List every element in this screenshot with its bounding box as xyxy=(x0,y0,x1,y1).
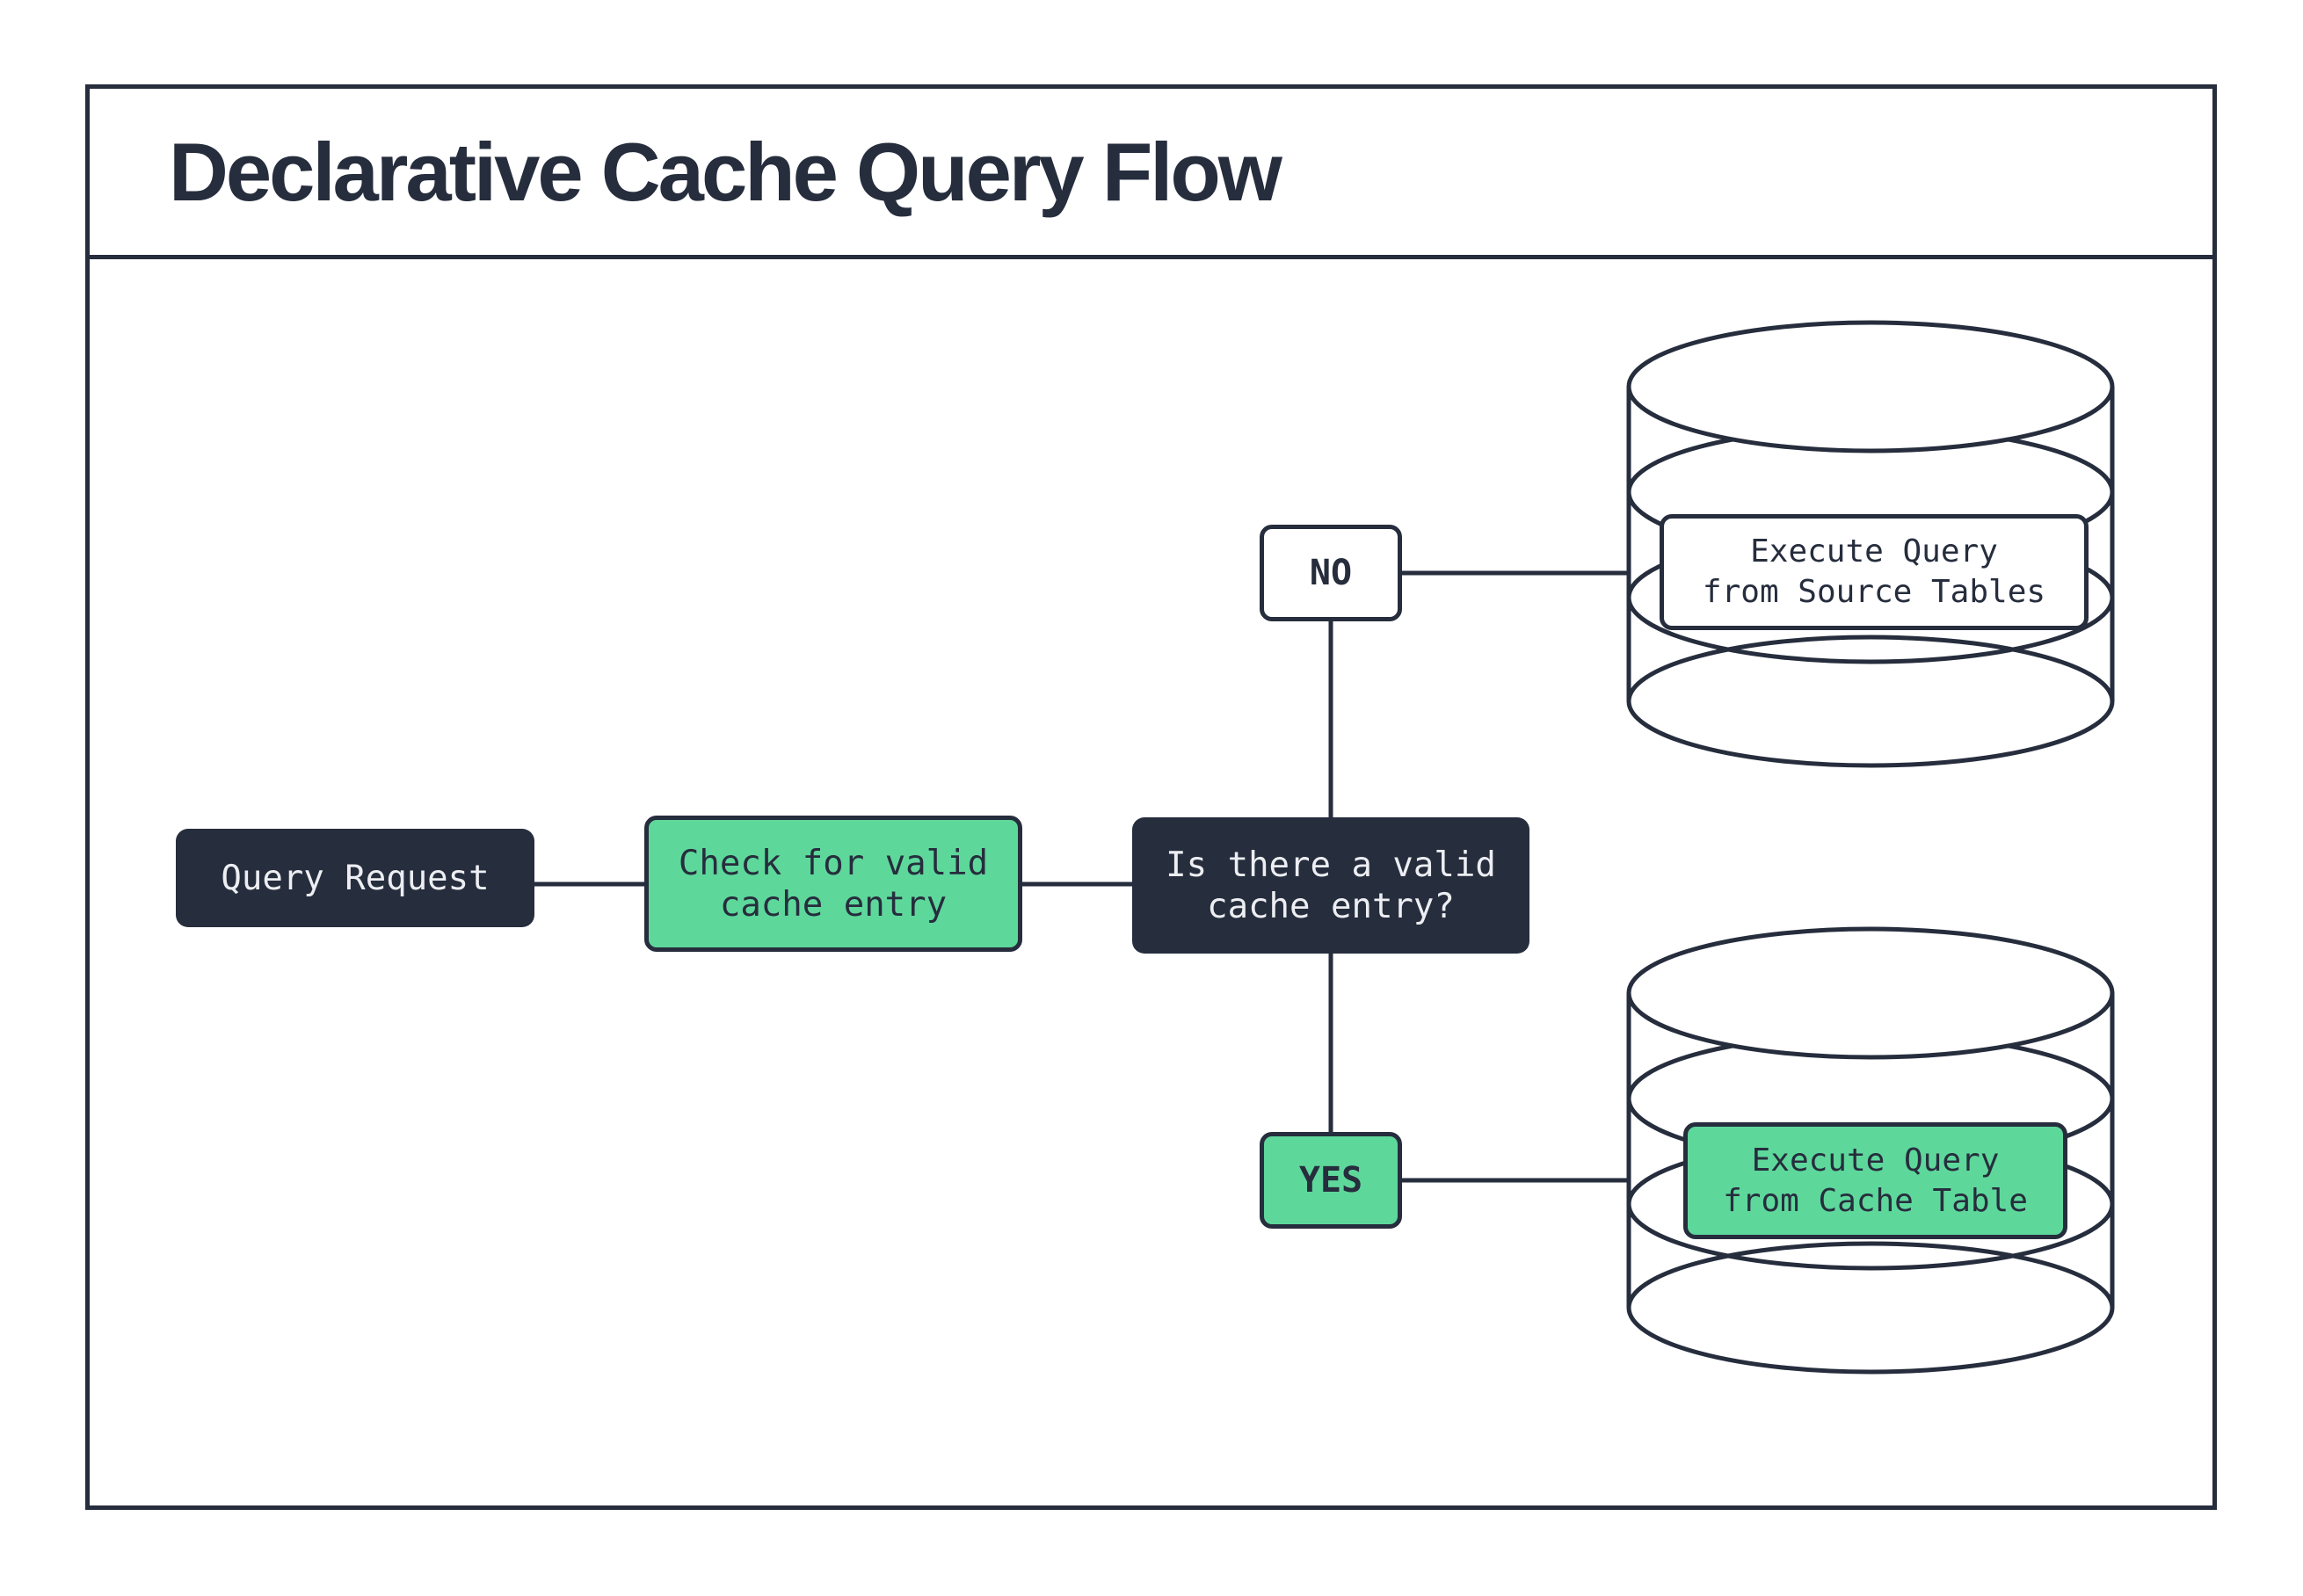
diagram-frame: Declarative Cache Query Flow xyxy=(85,84,2217,1510)
no-branch-label: NO xyxy=(1260,525,1402,621)
valid-cache-decision-node: Is there a valid cache entry? xyxy=(1132,817,1529,954)
execute-cache-table-node: Execute Query from Cache Table xyxy=(1683,1122,2067,1239)
diagram-title: Declarative Cache Query Flow xyxy=(169,125,1282,218)
execute-source-tables-node: Execute Query from Source Tables xyxy=(1660,514,2089,630)
query-request-node: Query Request xyxy=(176,829,534,927)
title-bar: Declarative Cache Query Flow xyxy=(90,89,2212,259)
yes-branch-label: YES xyxy=(1260,1132,1402,1229)
check-cache-node: Check for valid cache entry xyxy=(644,816,1022,952)
